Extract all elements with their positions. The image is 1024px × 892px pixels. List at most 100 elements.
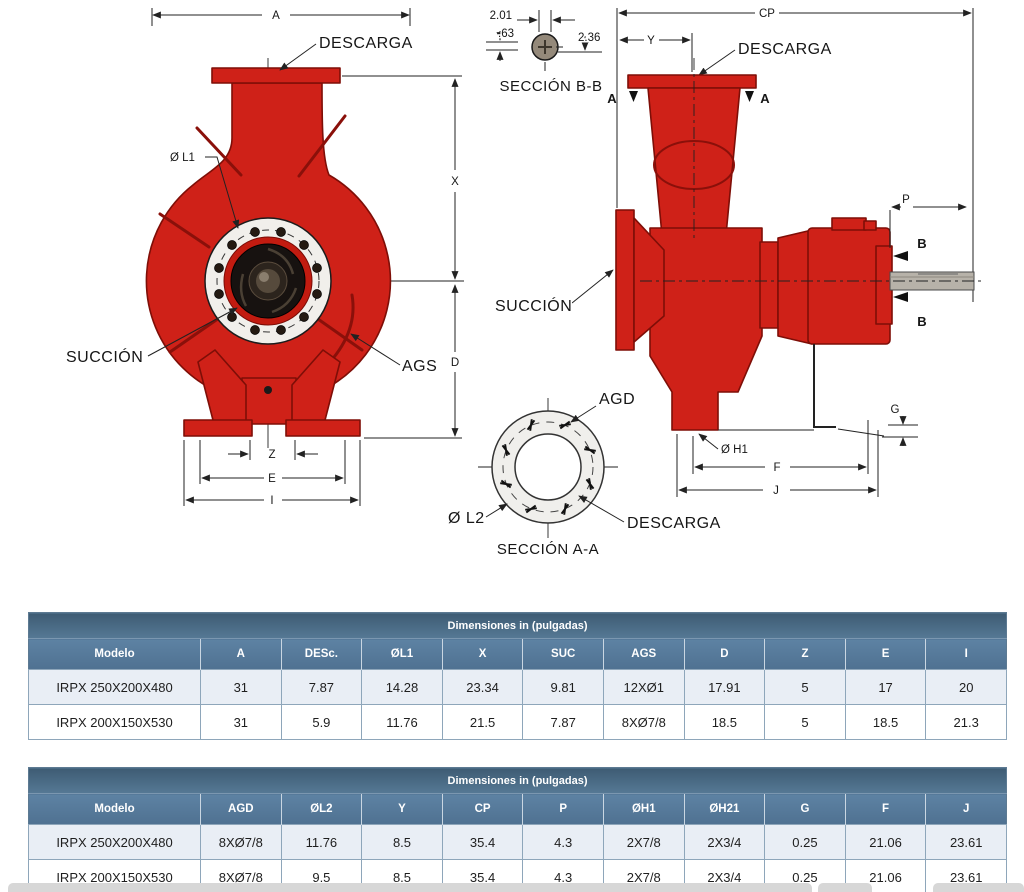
value-cell: 20 <box>925 669 1008 705</box>
value-cell: 21.3 <box>925 704 1008 740</box>
side-view-drawing: CP Y DESCARGA A A <box>494 7 984 499</box>
column-header: ØL2 <box>280 793 362 825</box>
cutoff-ui-bar-right <box>933 883 1024 892</box>
column-header: Modelo <box>28 793 201 825</box>
value-cell: 14.28 <box>361 669 443 705</box>
side-dim-g-label: G <box>891 404 900 416</box>
section-aa-drawing: AGD Ø L2 DESCARGA SECCIÓN A-A <box>447 390 722 559</box>
value-cell: 5 <box>764 669 846 705</box>
side-marker-a-left: A <box>607 91 617 106</box>
side-marker-b-top: B <box>917 236 926 251</box>
value-cell: 18.5 <box>844 704 927 740</box>
column-header: AGS <box>602 638 685 670</box>
bb-dim-201: 2.01 <box>490 10 512 22</box>
table-title: Dimensiones in (pulgadas) <box>28 612 1007 639</box>
value-cell: 31 <box>200 669 282 705</box>
value-cell: 12XØ1 <box>602 669 685 705</box>
value-cell: 0.25 <box>764 824 846 860</box>
value-cell: 2X3/4 <box>683 824 766 860</box>
value-cell: 11.76 <box>280 824 363 860</box>
value-cell: 35.4 <box>441 824 524 860</box>
table-title-row: Dimensiones in (pulgadas) <box>28 612 1007 639</box>
front-descarga-label: DESCARGA <box>319 35 413 52</box>
pump-feet <box>183 349 361 437</box>
model-cell: IRPX 250X200X480 <box>28 824 201 860</box>
bb-dim-63: .63 <box>498 28 514 40</box>
column-header: P <box>522 793 604 825</box>
value-cell: 7.87 <box>522 704 604 740</box>
side-pump-body <box>615 74 975 431</box>
discharge-flange-front <box>211 67 341 84</box>
side-marker-b-bottom: B <box>917 314 926 329</box>
value-cell: 8XØ7/8 <box>200 824 282 860</box>
side-dim-y-label: Y <box>647 35 655 47</box>
front-succion-label: SUCCIÓN <box>66 347 143 366</box>
cutoff-ui-bar-middle <box>818 883 872 892</box>
column-header: ØH1 <box>602 793 685 825</box>
column-header: E <box>844 638 926 670</box>
value-cell: 7.87 <box>280 669 363 705</box>
front-dia-l1-label: Ø L1 <box>170 152 195 164</box>
casing-ribs <box>158 114 364 364</box>
aa-descarga-label: DESCARGA <box>627 515 721 532</box>
column-header: AGD <box>200 793 282 825</box>
value-cell: 21.06 <box>844 824 927 860</box>
front-dim-z-label: Z <box>268 449 275 461</box>
section-bb-drawing: 2.01 .63 2.36 SECCIÓN B-B <box>486 9 602 95</box>
column-header: DESc. <box>280 638 362 670</box>
table-title: Dimensiones in (pulgadas) <box>28 767 1007 794</box>
model-cell: IRPX 250X200X480 <box>28 669 201 705</box>
aa-dia-l2-label: Ø L2 <box>448 510 485 527</box>
front-dim-i-label: I <box>270 495 273 507</box>
side-dim-f-label: F <box>773 462 780 474</box>
side-succion-label: SUCCIÓN <box>495 296 572 315</box>
column-header: A <box>200 638 282 670</box>
column-header: G <box>764 793 846 825</box>
value-cell: 2X7/8 <box>602 824 685 860</box>
value-cell: 5 <box>764 704 846 740</box>
front-dim-e-label: E <box>268 473 276 485</box>
front-dim-x-label: X <box>451 176 459 188</box>
side-marker-a-right: A <box>760 91 770 106</box>
impeller <box>223 236 313 326</box>
side-descarga-label: DESCARGA <box>738 41 832 58</box>
column-header: ØL1 <box>361 638 443 670</box>
value-cell: 4.3 <box>522 824 604 860</box>
front-view-drawing: A DESCARGA Ø L1 X D SUCCIÓN AGS <box>65 8 464 509</box>
section-aa-title: SECCIÓN A-A <box>497 541 599 558</box>
cutoff-ui-bar-left <box>8 883 812 892</box>
column-header: CP <box>441 793 523 825</box>
column-header: D <box>683 638 765 670</box>
technical-drawing: A DESCARGA Ø L1 X D SUCCIÓN AGS <box>65 7 984 559</box>
model-cell: IRPX 200X150X530 <box>28 704 201 740</box>
value-cell: 21.5 <box>441 704 524 740</box>
support-leg <box>813 344 836 428</box>
value-cell: 23.61 <box>925 824 1008 860</box>
aa-agd-label: AGD <box>599 391 635 408</box>
column-header: F <box>844 793 926 825</box>
side-dim-p-label: P <box>902 194 910 206</box>
front-ags-label: AGS <box>402 358 437 375</box>
side-dim-j-label: J <box>773 485 779 497</box>
value-cell: 9.81 <box>522 669 604 705</box>
value-cell: 31 <box>200 704 282 740</box>
front-dim-a-label: A <box>272 10 280 22</box>
column-header: I <box>925 638 1007 670</box>
value-cell: 18.5 <box>683 704 766 740</box>
value-cell: 8XØ7/8 <box>602 704 685 740</box>
side-dia-h1-label: Ø H1 <box>721 444 748 456</box>
value-cell: 8.5 <box>361 824 443 860</box>
bb-dim-236: 2.36 <box>578 32 600 44</box>
column-header: J <box>925 793 1007 825</box>
value-cell: 23.34 <box>441 669 524 705</box>
section-bb-title: SECCIÓN B-B <box>499 78 602 95</box>
value-cell: 17.91 <box>683 669 766 705</box>
column-header: Y <box>361 793 443 825</box>
